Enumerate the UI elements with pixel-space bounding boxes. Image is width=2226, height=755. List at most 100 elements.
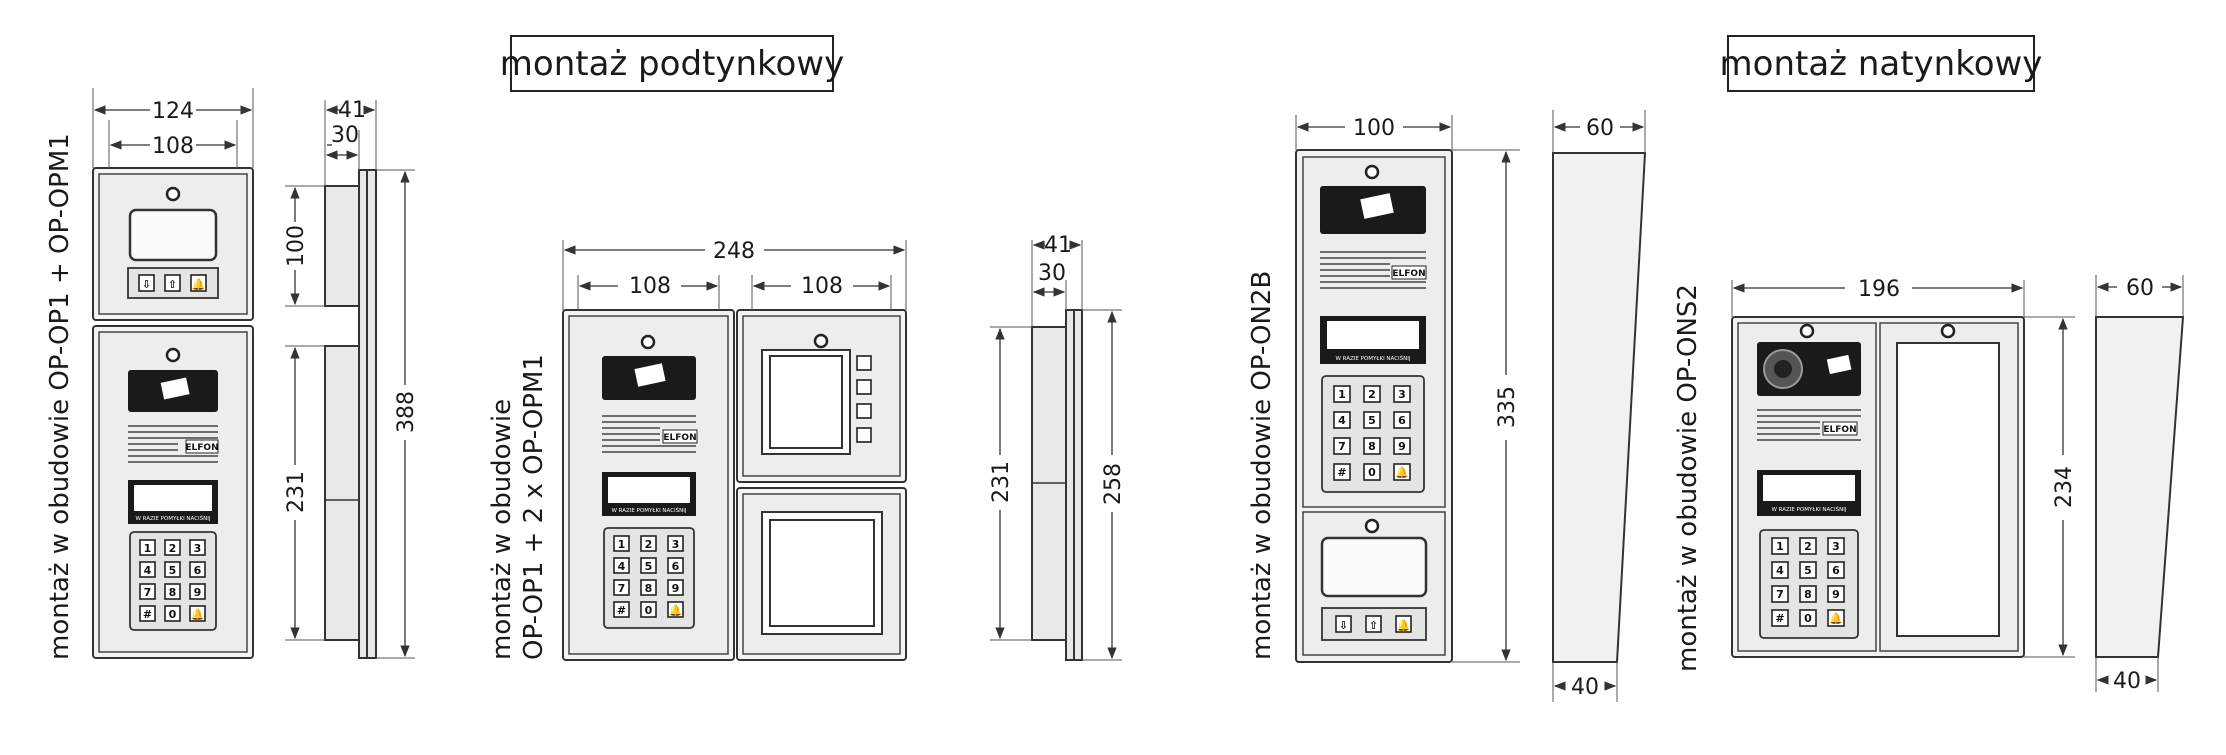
key-label: 5 (169, 564, 177, 577)
panel-label: ELFON (1392, 269, 1425, 279)
dimension-label: 234 (2052, 466, 2077, 508)
key-label: 8 (1368, 440, 1376, 453)
key-label: 1 (1338, 388, 1346, 401)
key-label: 2 (645, 538, 653, 551)
title-surface-mounting: montaż natynkowy (1720, 35, 2043, 92)
key-label: 1 (1776, 540, 1784, 553)
dimension-label: 108 (801, 274, 843, 299)
key-label: 0 (1804, 612, 1812, 625)
key-label: 6 (1398, 414, 1406, 427)
set4-keypad: 1 2 3 4 5 6 7 8 9 # 0 🔔 (1771, 537, 1845, 627)
panel-label: 🔔 (1397, 619, 1411, 632)
dimension-label: 108 (629, 274, 671, 299)
set1-side-view: 41 30 100 231 388 (284, 98, 419, 659)
key-label: 6 (1832, 564, 1840, 577)
dimension-label: 388 (394, 391, 419, 433)
dimension-label: 248 (713, 239, 755, 264)
key-label: 0 (1368, 466, 1376, 479)
title-surface-text: montaż natynkowy (1720, 44, 2043, 84)
key-label: 4 (1776, 564, 1784, 577)
key-label: 3 (1398, 388, 1406, 401)
dimension-label: 231 (284, 471, 309, 513)
key-label: 2 (169, 542, 177, 555)
key-label: 7 (1338, 440, 1346, 453)
set4-dims: 196 234 (1731, 277, 2077, 658)
panel-label: ⇧ (1369, 619, 1378, 632)
key-label: 4 (618, 560, 626, 573)
dimension-label: 41 (338, 98, 366, 123)
set2-side-view: 41 30 231 258 (989, 233, 1126, 661)
key-label: 3 (194, 542, 202, 555)
set2-width-dims: 248 108 108 (562, 239, 907, 310)
set3-dims: 100 335 (1295, 115, 1520, 663)
dimension-label: 60 (1586, 116, 1614, 141)
label-set3: montaż w obudowie OP-ON2B (1247, 271, 1277, 660)
key-label: 2 (1804, 540, 1812, 553)
key-label: 1 (618, 538, 626, 551)
key-label: 🔔 (191, 608, 205, 621)
label-set1: montaż w obudowie OP-OP1 + OP-OPM1 (45, 133, 75, 660)
key-label: # (1775, 612, 1784, 625)
key-label: 🔔 (1395, 466, 1409, 479)
set1-width-dims: 124 108 (92, 88, 254, 168)
set3-front-view: ELFON W RAZIE POMYŁKI NACIŚNIJ 1 2 3 4 5… (1295, 149, 1453, 663)
key-label: 4 (1338, 414, 1346, 427)
key-label: # (143, 608, 152, 621)
panel-label: ELFON (663, 433, 696, 443)
set1-keypad: 1 2 3 4 5 6 7 8 9 # 0 🔔 (139, 539, 206, 622)
title-flush-text: montaż podtynkowy (500, 44, 844, 84)
dimension-label: 100 (1353, 116, 1395, 141)
key-label: # (617, 604, 626, 617)
dimension-label: 196 (1858, 277, 1900, 302)
key-label: 0 (169, 608, 177, 621)
key-label: 5 (1804, 564, 1812, 577)
key-label: 1 (144, 542, 152, 555)
set4-side-view: 60 40 (2095, 275, 2185, 694)
dimension-label: 30 (331, 123, 359, 148)
panel-label: W RAZIE POMYŁKI NACIŚNIJ (611, 507, 686, 514)
dimension-label: 30 (1038, 261, 1066, 286)
key-label: 6 (672, 560, 680, 573)
key-label: 0 (645, 604, 653, 617)
dimension-label: 100 (284, 225, 309, 267)
key-label: 9 (194, 586, 202, 599)
key-label: 7 (618, 582, 626, 595)
dimension-label: 40 (2113, 669, 2141, 694)
key-label: 5 (645, 560, 653, 573)
label-set2-line1: montaż w obudowie (487, 399, 517, 660)
key-label: 🔔 (1829, 612, 1843, 625)
display-caption: W RAZIE POMYŁKI NACIŚNIJ (135, 515, 210, 522)
key-label: 4 (144, 564, 152, 577)
dimension-label: 231 (989, 461, 1014, 503)
key-label: 8 (645, 582, 653, 595)
label-set2-line2: OP-OP1 + 2 x OP-OPM1 (519, 354, 549, 660)
dimension-label: 40 (1571, 675, 1599, 700)
call-button-down: ⇩ (142, 278, 151, 291)
key-label: 9 (1832, 588, 1840, 601)
key-label: 9 (672, 582, 680, 595)
set1-front-view: ⇩ ⇧ 🔔 ELFON W RAZIE POMYŁKI NACIŚNIJ 1 2… (92, 167, 254, 659)
panel-label: ELFON (1823, 425, 1856, 435)
key-label: 6 (194, 564, 202, 577)
key-label: # (1337, 466, 1346, 479)
key-label: 2 (1368, 388, 1376, 401)
brand-logo: ELFON (185, 443, 218, 453)
panel-label: ⇩ (1339, 619, 1348, 632)
set2-front-view: ELFON W RAZIE POMYŁKI NACIŚNIJ 1 2 3 4 5… (562, 309, 907, 661)
dimension-label: 41 (1044, 233, 1072, 258)
key-label: 3 (1832, 540, 1840, 553)
key-label: 8 (169, 586, 177, 599)
set3-side-view: 60 40 (1552, 110, 1647, 702)
label-set4: montaż w obudowie OP-ONS2 (1673, 284, 1703, 672)
set4-front-view: ELFON W RAZIE POMYŁKI NACIŚNIJ 1 2 3 4 5… (1731, 316, 2025, 658)
call-button-bell: 🔔 (192, 278, 206, 291)
call-button-up: ⇧ (168, 278, 177, 291)
set3-keypad: 1 2 3 4 5 6 7 8 9 # 0 🔔 (1333, 385, 1411, 481)
key-label: 3 (672, 538, 680, 551)
title-flush-mounting: montaż podtynkowy (500, 35, 844, 92)
key-label: 7 (144, 586, 152, 599)
dimension-label: 60 (2126, 276, 2154, 301)
dimension-label: 335 (1495, 386, 1520, 428)
